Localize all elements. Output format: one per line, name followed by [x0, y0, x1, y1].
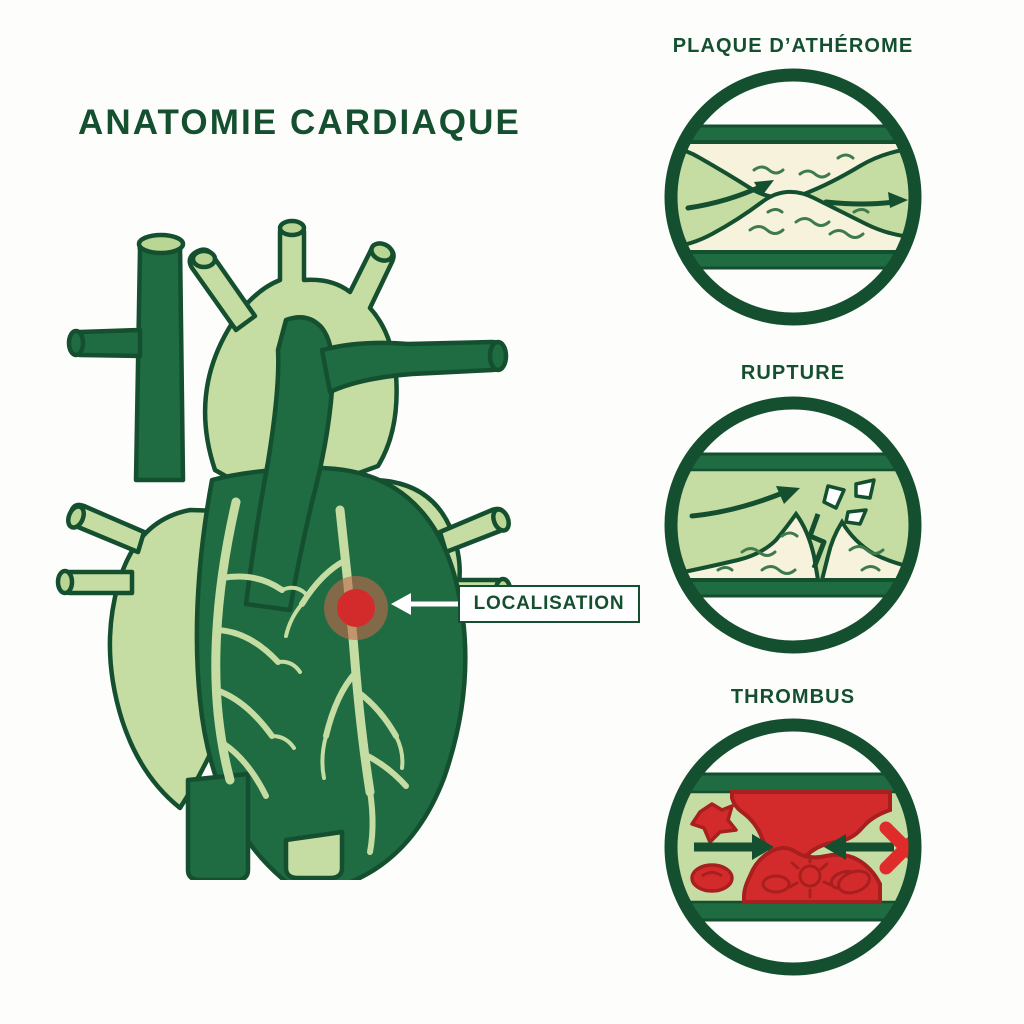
- inferior-vena-cava: [185, 771, 251, 883]
- clot-platelet-core: [798, 864, 822, 888]
- vessel-wall-bottom: [671, 252, 915, 268]
- pulmonary-vein-left-upper-opening: [66, 504, 86, 530]
- blocked-x-icon: [879, 821, 915, 875]
- coronary-twig-1: [280, 585, 308, 596]
- localisation-marker: [324, 576, 388, 640]
- panel-label-plaque: PLAQUE D’ATHÉROME: [672, 35, 914, 57]
- coronary-twig-2: [276, 659, 302, 674]
- coronary-twig-3: [270, 734, 296, 750]
- panel-rupture-svg: [664, 396, 922, 654]
- carotid-opening: [277, 218, 307, 238]
- panel-label-thrombus: THROMBUS: [730, 686, 856, 708]
- fragment-3: [844, 508, 868, 526]
- heart-illustration: [40, 180, 540, 893]
- coronary-branch-3-fill: [213, 687, 275, 739]
- localisation-arrow: [391, 593, 463, 615]
- page-title: ANATOMIE CARDIAQUE: [78, 103, 521, 142]
- fragment-2: [854, 478, 876, 500]
- panel-label-rupture: RUPTURE: [740, 362, 846, 384]
- vena-cava-superior: [133, 234, 186, 483]
- pulmonary-vein-right-upper-opening: [491, 507, 511, 533]
- panel-thrombus-svg: [664, 718, 922, 976]
- clot-platelet-spikes: [788, 854, 833, 899]
- coronary-branch-9-fill: [365, 777, 376, 855]
- pulmonary-artery-branch-opening: [487, 339, 509, 373]
- panel-ring: [664, 68, 922, 326]
- flow-arrows: [694, 834, 894, 860]
- flow-arrow-right: [823, 199, 897, 207]
- vena-cava-branch-upper-opening: [66, 328, 86, 358]
- coronary-circumflex: [211, 497, 241, 785]
- coronary-twig-5: [320, 734, 328, 780]
- brachiocephalic-opening: [190, 248, 218, 270]
- vessel-wall-top: [671, 454, 915, 470]
- coronary-branch-1-fill: [219, 573, 285, 593]
- marker-dot: [337, 589, 375, 627]
- coronary-branch-8-fill: [361, 751, 409, 789]
- coronary-branch-4-fill: [221, 741, 269, 799]
- panel-ring: [664, 718, 922, 976]
- flow-arrowhead: [776, 486, 800, 504]
- localisation-callout[interactable]: LOCALISATION: [458, 585, 640, 623]
- flow-arrow: [689, 491, 783, 519]
- vessel-wall-bottom: [671, 902, 915, 920]
- heart-svg: [55, 218, 513, 893]
- coronary-branch-2-fill: [215, 627, 281, 665]
- coronary-twig-6: [394, 734, 405, 770]
- flow-arrows: [685, 183, 897, 211]
- fragment-1: [822, 484, 846, 510]
- flow-arrowhead-left: [754, 180, 774, 196]
- red-blood-cell-right: [837, 869, 871, 895]
- descending-aorta: [283, 829, 345, 881]
- vessel-wall-top: [671, 126, 915, 142]
- clot-cell-1: [761, 874, 791, 894]
- coronary-branch-5-fill: [299, 557, 349, 607]
- coronary-twig-4: [284, 602, 304, 638]
- platelet: [690, 802, 738, 844]
- flow-arrowhead-in: [752, 834, 774, 860]
- plaque-texture: [748, 153, 870, 239]
- coronary-branch-7-fill: [355, 689, 399, 739]
- pulmonary-artery-branch: [319, 339, 507, 395]
- panel-ring: [664, 396, 922, 654]
- vena-cava-superior-opening: [136, 232, 186, 256]
- pulmonary-artery: [243, 315, 336, 613]
- plaque-fragments: [822, 478, 876, 526]
- panel-thrombus: [658, 712, 928, 982]
- pulmonary-vein-left-lower-opening: [55, 568, 75, 596]
- plaque-texture: [716, 531, 885, 575]
- plaque-crack: [807, 513, 827, 569]
- localisation-label: LOCALISATION: [473, 593, 625, 614]
- flow-arrowhead-out: [824, 834, 846, 860]
- vessel-wall-top: [671, 774, 915, 792]
- panel-plaque-svg: [664, 68, 922, 326]
- subclavian-opening: [369, 241, 395, 263]
- flow-arrowhead-right: [888, 192, 908, 208]
- panel-plaque: [658, 62, 928, 332]
- flow-arrow-left: [685, 183, 765, 211]
- vessel-wall-bottom: [671, 580, 915, 596]
- coronary-branch-6-fill: [323, 669, 359, 739]
- panel-rupture: [658, 390, 928, 660]
- red-blood-cell-left: [690, 863, 734, 893]
